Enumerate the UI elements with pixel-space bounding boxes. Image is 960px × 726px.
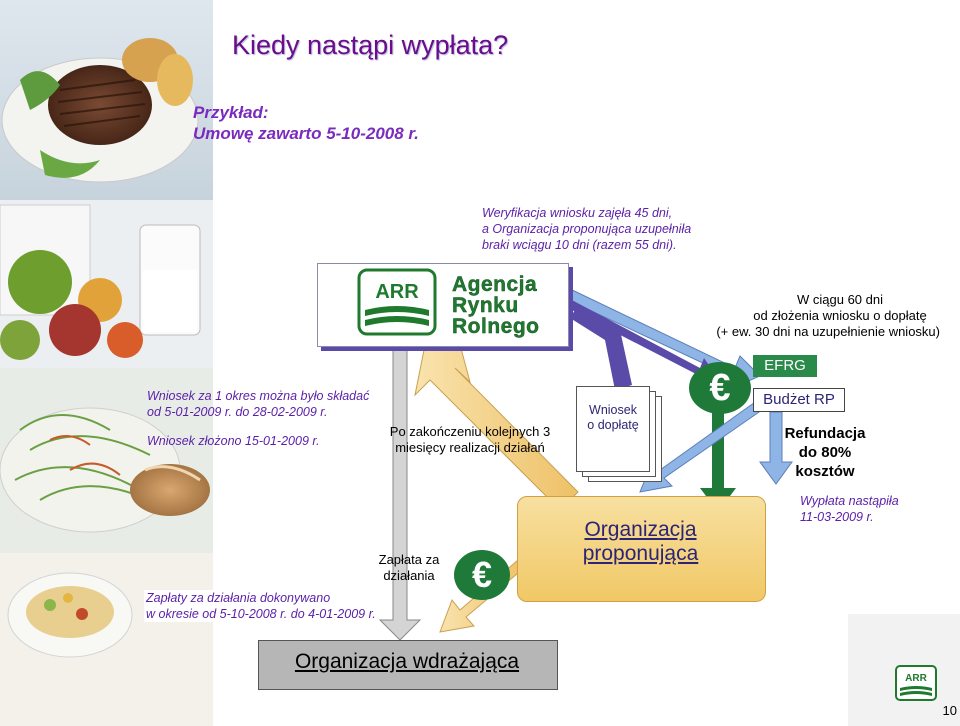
- after-actions-line: miesięcy realizacji działań: [395, 440, 545, 455]
- contract-date: Umowę zawarto 5-10-2008 r.: [193, 124, 419, 143]
- application-document: Wniosek o dopłatę: [576, 386, 650, 472]
- refund-line: do 80%: [798, 444, 852, 461]
- application-note-line: od 5-01-2009 r. do 28-02-2009 r.: [147, 405, 328, 419]
- org-proposing-line: proponująca: [582, 542, 699, 565]
- arrow-euro-down: [700, 405, 736, 512]
- deadline-note-line: W ciągu 60 dni: [797, 292, 883, 307]
- refund-line: kosztów: [795, 463, 855, 480]
- payments-done-note: Zapłaty za działania dokonywano w okresi…: [144, 590, 378, 622]
- payment-date-line: Wypłata nastąpiła: [800, 494, 899, 508]
- verification-note-line: Weryfikacja wniosku zajęła 45 dni,: [482, 206, 673, 220]
- refund-note: Refundacja do 80% kosztów: [775, 424, 875, 481]
- deadline-note: W ciągu 60 dni od złożenia wniosku o dop…: [700, 292, 940, 340]
- payment-for-actions-line: działania: [383, 568, 435, 583]
- application-note-line: Wniosek złożono 15-01-2009 r.: [147, 434, 320, 448]
- verification-note-line: braki wciągu 10 dni (razem 55 dni).: [482, 238, 677, 252]
- example-label: Przykład:: [193, 103, 269, 122]
- application-note-line: Wniosek za 1 okres można było składać: [147, 389, 370, 403]
- after-actions-note: Po zakończeniu kolejnych 3 miesięcy real…: [380, 424, 560, 456]
- deadline-note-line: od złożenia wniosku o dopłatę: [753, 308, 927, 323]
- arr-logo-text: ARR: [375, 281, 419, 303]
- euro-icon: €: [454, 550, 510, 600]
- refund-line: Refundacja: [784, 425, 866, 442]
- verification-note-line: a Organizacja proponująca uzupełniła: [482, 222, 692, 236]
- page-number: 10: [942, 703, 957, 718]
- arr-logo-icon: ARR: [357, 268, 437, 336]
- arr-name: Agencja Rynku Rolnego: [452, 274, 562, 337]
- arr-name-line: Agencja: [452, 273, 538, 296]
- arr-name-line: Rolnego: [452, 315, 540, 338]
- payment-date-note: Wypłata nastąpiła 11-03-2009 r.: [800, 493, 899, 525]
- org-proposing-label: Organizacja proponująca: [517, 518, 764, 566]
- application-document-line: Wniosek: [589, 403, 637, 417]
- org-proposing-box: [517, 496, 766, 602]
- arrow-application-to-arr: [570, 305, 632, 390]
- arr-name-line: Rynku: [452, 294, 519, 317]
- after-actions-line: Po zakończeniu kolejnych 3: [389, 424, 551, 439]
- page-title: Kiedy nastąpi wypłata?: [232, 30, 509, 60]
- arrow-budget-down: [759, 411, 793, 485]
- arrow-arr-to-implementing: [378, 344, 422, 641]
- application-document-line: o dopłatę: [587, 418, 639, 432]
- payment-date-line: 11-03-2009 r.: [800, 510, 874, 524]
- application-note: Wniosek za 1 okres można było składać od…: [147, 388, 369, 449]
- org-implementing-label: Organizacja wdrażająca: [294, 650, 520, 673]
- payment-for-actions-note: Zapłata za działania: [374, 552, 444, 584]
- budget-box: Budżet RP: [753, 388, 845, 412]
- footer-logo-text: ARR: [905, 673, 927, 684]
- payments-done-line: w okresie od 5-10-2008 r. do 4-01-2009 r…: [146, 607, 376, 621]
- payment-for-actions-line: Zapłata za: [378, 552, 440, 567]
- food-photo-collage: [0, 0, 215, 726]
- example-text: Przykład: Umowę zawarto 5-10-2008 r.: [193, 102, 419, 144]
- efrg-box: EFRG: [753, 355, 817, 377]
- org-implementing-box: [258, 640, 558, 690]
- deadline-note-line: (+ ew. 30 dni na uzupełnienie wniosku): [716, 324, 940, 339]
- arrow-arr-to-euro: [568, 298, 722, 384]
- footer-logo-area: ARR: [848, 614, 960, 726]
- verification-note: Weryfikacja wniosku zajęła 45 dni, a Org…: [482, 205, 691, 253]
- org-proposing-line: Organizacja: [584, 518, 697, 541]
- payments-done-line: Zapłaty za działania dokonywano: [146, 591, 331, 605]
- euro-icon: €: [689, 362, 751, 414]
- application-document-text: Wniosek o dopłatę: [577, 403, 649, 433]
